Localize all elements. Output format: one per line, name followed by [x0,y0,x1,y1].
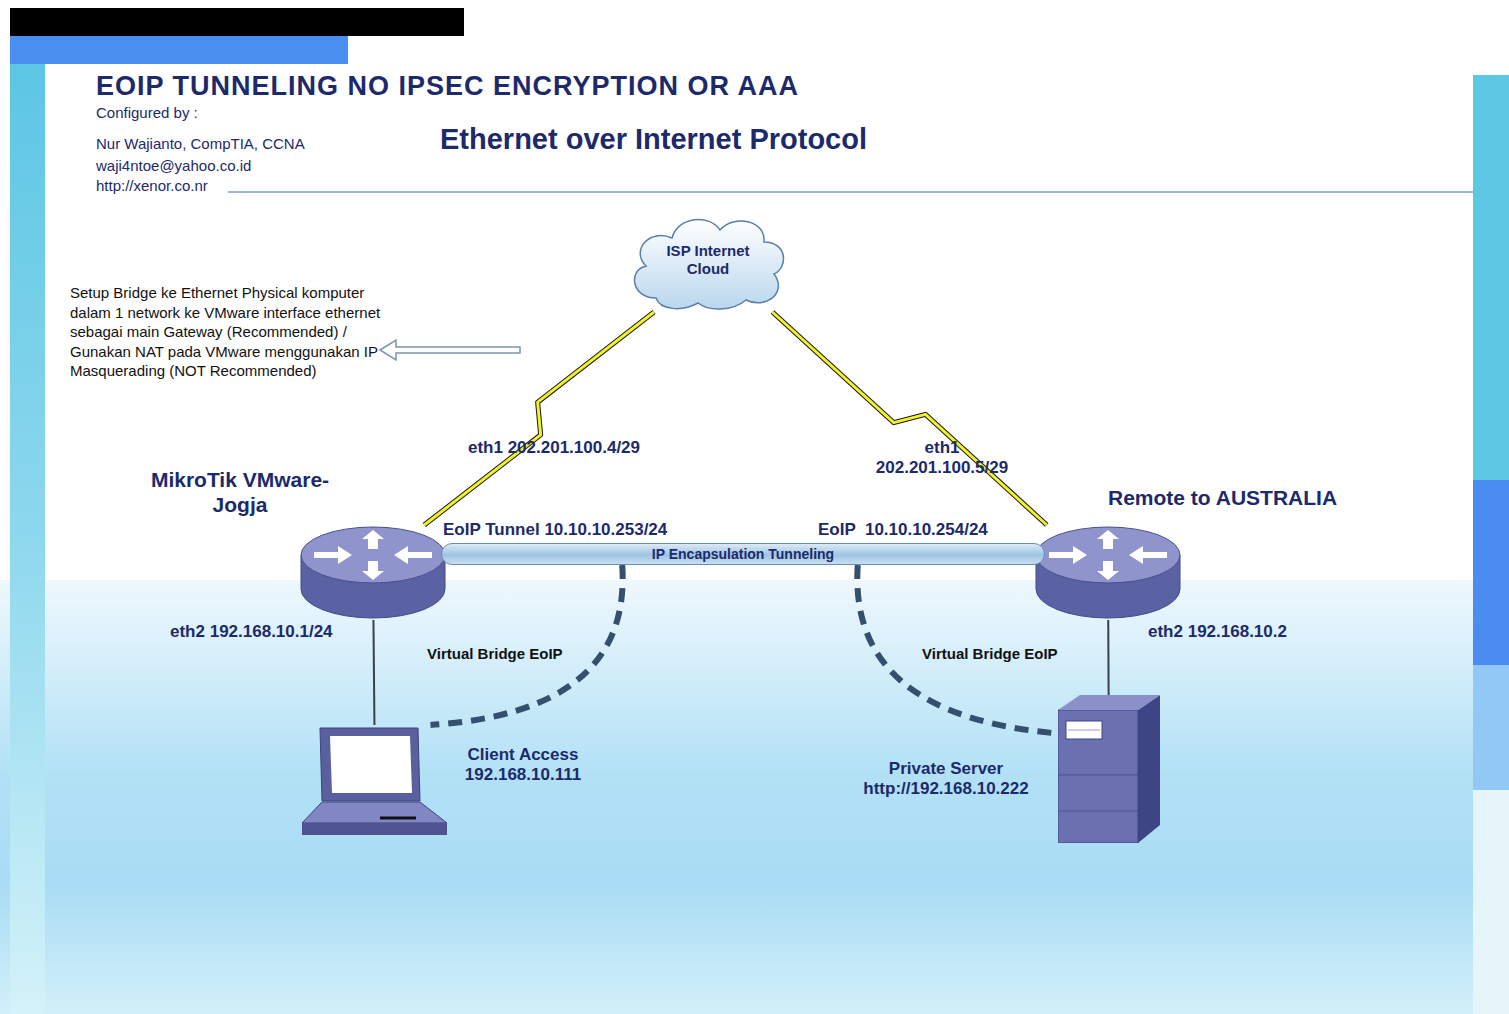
node-label: IP Encapsulation Tunneling [442,546,1044,563]
router-node: Remote to AUSTRALIA [1035,525,1181,620]
callout-arrow [380,340,520,360]
node-label: Remote to AUSTRALIA [1108,485,1337,510]
client-node: Client Access 192.168.10.111 [300,725,450,845]
interface-label: eth2 192.168.10.2 [1148,622,1287,642]
lan-link [1107,620,1109,695]
node-label: Private Server http://192.168.10.222 [843,759,1049,800]
lan-link [372,620,375,725]
router-icon [300,525,446,620]
node-label: MikroTik VMware-Jogja [140,467,340,517]
node-label: ISP Internet Cloud [653,242,763,278]
side-stripe [1473,75,1509,480]
tunnel-band: IP Encapsulation Tunneling [441,543,1045,565]
side-stripe [1473,790,1509,1014]
router-icon [1035,525,1181,620]
side-stripe [10,64,45,1014]
node-label: Client Access 192.168.10.111 [448,745,598,786]
rule-line [228,192,1473,193]
laptop-icon [300,725,450,845]
interface-label: eth1 202.201.100.5/29 [862,438,1022,479]
header-bar [10,8,464,36]
subtitle: Ethernet over Internet Protocol [440,122,867,157]
wan-link [772,312,1046,525]
header-bar [10,36,348,64]
router-node: MikroTik VMware-Jogja [300,525,446,620]
lower-ground [0,580,1509,1014]
interface-label: eth1 202.201.100.4/29 [464,438,644,458]
author-note: Configured by : [96,104,198,122]
side-stripe [1473,665,1509,790]
edge-label: Virtual Bridge EoIP [425,645,565,663]
server-node: Private Server http://192.168.10.222 [1058,695,1160,843]
wan-link-outline [424,312,654,525]
author-note: waji4ntoe@yahoo.co.id [96,157,251,175]
side-stripe [1473,480,1509,665]
diagram-title: EOIP TUNNELING NO IPSEC ENCRYPTION OR AA… [96,70,799,102]
wan-link-outline [772,312,1046,525]
interface-label: eth2 192.168.10.1/24 [170,622,333,642]
server-icon [1058,695,1160,843]
author-note: http://xenor.co.nr [96,177,208,195]
cloud-node: ISP Internet Cloud [628,212,788,312]
interface-label: EoIP 10.10.10.254/24 [818,520,988,540]
interface-label: EoIP Tunnel 10.10.10.253/24 [443,520,667,540]
edge-label: Virtual Bridge EoIP [920,645,1060,663]
wan-link [424,312,654,525]
setup-note: Setup Bridge ke Ethernet Physical komput… [70,283,382,381]
author-note: Nur Wajianto, CompTIA, CCNA [96,135,305,153]
